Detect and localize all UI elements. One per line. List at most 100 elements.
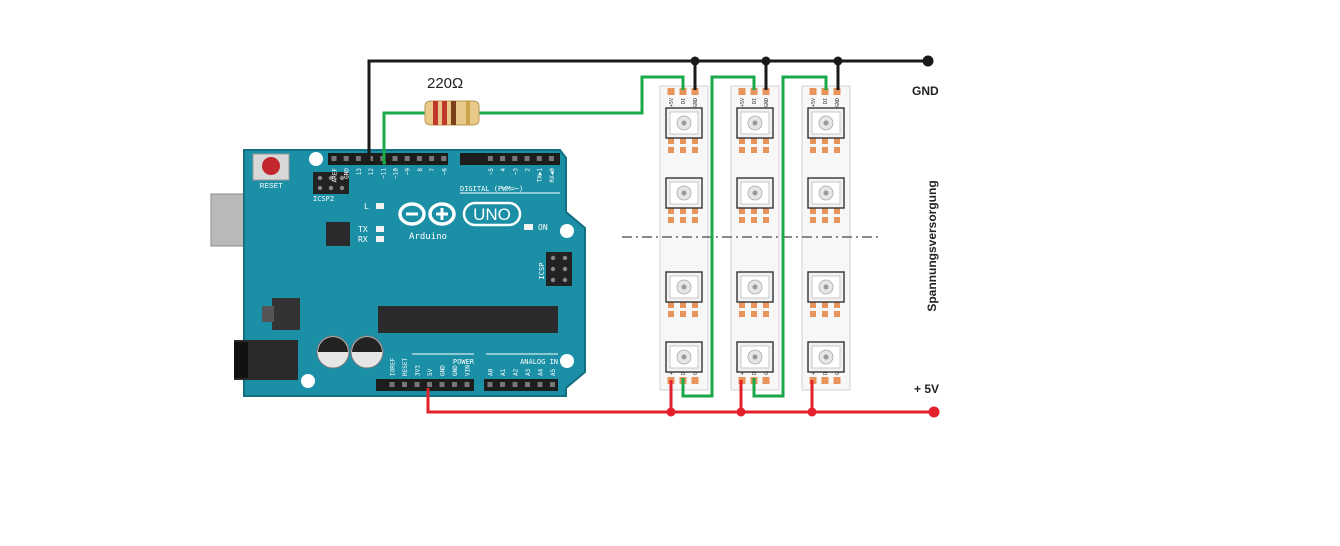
pin-hole [389, 382, 395, 387]
rgb-led [807, 341, 845, 373]
strip-pad [751, 208, 757, 214]
power-analog-pin-holes [389, 382, 555, 387]
strip-pad [668, 147, 674, 153]
strip-pad [739, 311, 745, 317]
strip-pad-label: GND [693, 98, 699, 107]
rgb-led [736, 107, 774, 139]
voltage-regulator [272, 298, 300, 330]
strip-pad [809, 88, 817, 95]
mounting-hole [560, 224, 574, 238]
analog-pin-label: A4 [538, 368, 545, 376]
pin-hole [525, 382, 530, 387]
power-pin-label: IOREF [390, 358, 397, 376]
pin-hole [416, 156, 422, 161]
gnd-wiring [367, 55, 934, 165]
strip-pad-label: DI [681, 98, 687, 104]
strip-pad [692, 302, 698, 308]
brand-label: Arduino [409, 232, 447, 242]
strip-pad [763, 302, 769, 308]
strip-pad [810, 311, 816, 317]
strip-pad [738, 88, 746, 95]
strip-pad [822, 208, 828, 214]
strip-pad [692, 311, 698, 317]
led-on-label: ON [538, 223, 548, 232]
capacitor [316, 335, 350, 369]
digital-pin-label: ~11 [380, 168, 387, 179]
resistor-label: 220Ω [427, 75, 463, 92]
vcc-junction [807, 407, 817, 417]
arduino-logo [398, 202, 456, 226]
rgb-led [736, 271, 774, 303]
led-tx [376, 226, 384, 232]
digital-pin-label: TX▶1 [537, 168, 544, 183]
resistor-band [451, 101, 456, 125]
power-pin-label: 3V3 [415, 365, 422, 376]
digital-pin-label: 4 [500, 168, 507, 172]
strip-pad [810, 138, 816, 144]
pin-hole [331, 156, 337, 161]
rgb-led [807, 271, 845, 303]
pin-hole [343, 156, 349, 161]
data-wire-pin13 [382, 111, 425, 165]
analog-pin-label: A3 [525, 368, 532, 376]
power-pin-label: RESET [402, 358, 409, 376]
data-wire-strip2-in [681, 75, 756, 398]
reset-button-cap [262, 157, 280, 175]
strip-pad [668, 208, 674, 214]
board-body [243, 149, 586, 397]
icsp-header [546, 252, 572, 286]
pin-hole [524, 156, 530, 161]
resistor-band [466, 101, 470, 125]
strip-pad [810, 217, 816, 223]
pin-hole [512, 382, 518, 387]
pin-hole [368, 156, 374, 161]
strip-pad [668, 217, 674, 223]
strip-pad [680, 311, 686, 317]
strip-pad [668, 311, 674, 317]
usb-chip [326, 222, 350, 246]
power-pin-label: 5V [427, 368, 434, 376]
gnd-junction [833, 56, 843, 66]
supply-wiring [426, 380, 940, 418]
strip-pad [680, 217, 686, 223]
strip-pad [751, 311, 757, 317]
vcc-junction [666, 407, 676, 417]
pin-hole [404, 156, 410, 161]
digital-pin-label: ~10 [393, 168, 400, 179]
model-label: UNO [473, 205, 511, 224]
pin-hole [429, 156, 435, 161]
rgb-led [665, 341, 703, 373]
rgb-led [807, 177, 845, 209]
capacitor [350, 335, 384, 369]
power-supply-label: Spannungsversorgung [925, 180, 939, 311]
strip-pad [751, 217, 757, 223]
strip-pad-label: GND [835, 98, 841, 107]
digital-pin-label: 13 [356, 168, 363, 176]
strip-pad [751, 147, 757, 153]
analog-pin-label: A5 [550, 368, 557, 376]
strip-pad [680, 208, 686, 214]
plus5v-label: + 5V [914, 382, 939, 396]
rgb-led [736, 177, 774, 209]
led-l-label: L [364, 202, 369, 211]
strip-pad [763, 208, 769, 214]
strip-pad [822, 138, 828, 144]
digital-pin-holes [331, 156, 554, 161]
pin-hole [414, 382, 420, 387]
analog-pin-label: A0 [488, 368, 495, 376]
gnd-label: GND [912, 84, 939, 98]
vcc-terminal [928, 406, 940, 418]
arduino-uno-board: RESET ICSP2 ICSP [210, 149, 586, 397]
pin-hole [512, 156, 518, 161]
digital-pin-label: ~6 [441, 168, 448, 176]
strip-pad [763, 138, 769, 144]
strip-pad-label: DI [752, 98, 758, 104]
strip-pad [762, 377, 770, 384]
strip-pad-label: DI [823, 98, 829, 104]
strip-pad [680, 302, 686, 308]
strip-pad [679, 88, 687, 95]
gnd-junction [690, 56, 700, 66]
